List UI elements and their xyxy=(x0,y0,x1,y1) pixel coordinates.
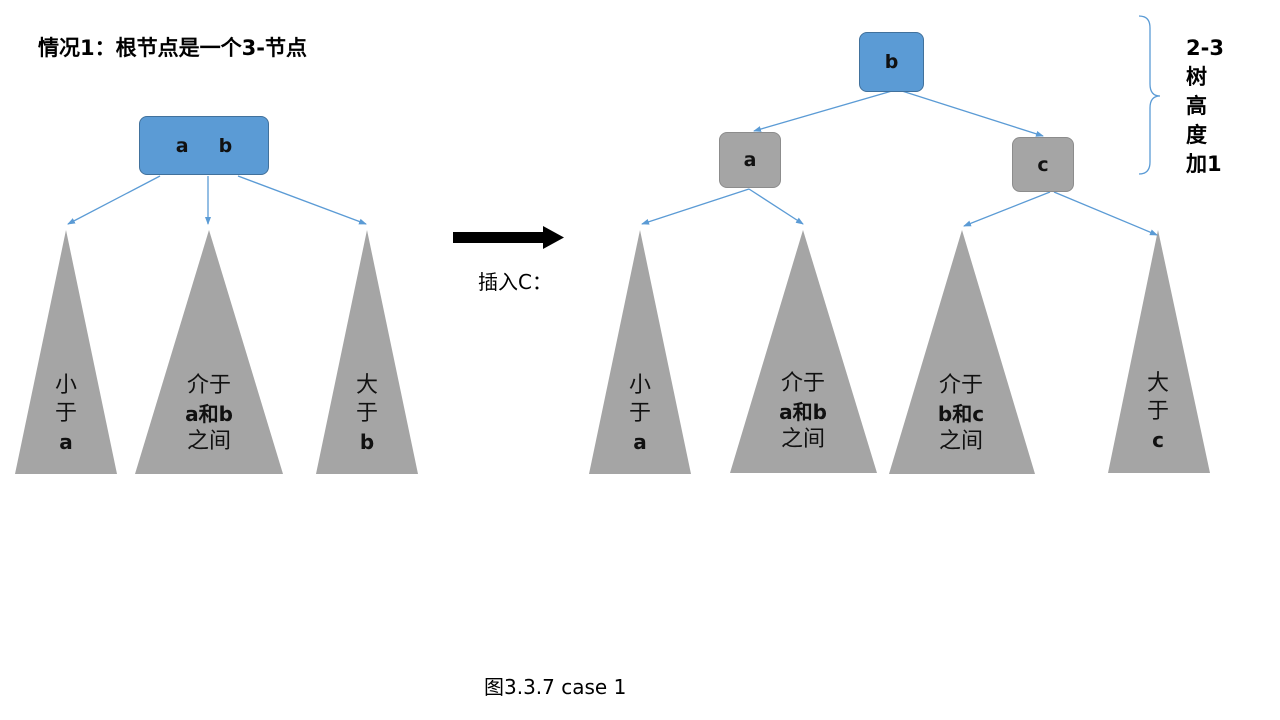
right-subtree-2-label: 介于 a和b 之间 xyxy=(779,371,827,452)
right-subtree-4-triangle xyxy=(1108,230,1210,473)
right-root-node: b xyxy=(859,32,924,92)
right-subtree-2-triangle xyxy=(730,230,877,473)
left-edge-1 xyxy=(67,175,161,225)
right-child-node-c: c xyxy=(1012,137,1074,192)
right-subtree-1-label: 小 于 a xyxy=(628,373,652,454)
transform-arrow xyxy=(453,226,564,249)
height-note-line-2: 树 xyxy=(1186,65,1207,89)
height-note-line-5: 加1 xyxy=(1186,152,1222,176)
right-child-key-c: c xyxy=(1037,153,1049,176)
height-note-line-4: 度 xyxy=(1186,123,1207,147)
left-root-key-b: b xyxy=(218,134,233,157)
left-subtree-2-triangle xyxy=(135,230,283,474)
right-edge-a-right xyxy=(748,188,804,225)
left-edge-3 xyxy=(237,175,367,225)
right-edge-c-left xyxy=(963,191,1051,227)
right-edge-root-c xyxy=(901,90,1044,137)
left-subtree-3-label: 大 于 b xyxy=(355,373,379,454)
diagram-title: 情况1：根节点是一个3-节点 xyxy=(38,36,307,60)
insert-label: 插入C： xyxy=(478,270,552,294)
figure-caption: 图3.3.7 case 1 xyxy=(484,675,627,699)
height-note-line-3: 高 xyxy=(1186,94,1207,118)
left-root-node: a b xyxy=(139,116,269,175)
left-subtree-3-triangle xyxy=(316,230,418,474)
left-subtree-1-triangle xyxy=(15,230,117,474)
right-subtree-3-label: 介于 b和c 之间 xyxy=(937,373,985,454)
left-root-key-a: a xyxy=(175,134,189,157)
right-subtree-4-label: 大 于 c xyxy=(1146,371,1170,452)
right-child-key-a: a xyxy=(743,149,757,171)
right-subtree-1-triangle xyxy=(589,230,691,474)
right-edge-a-left xyxy=(641,188,750,225)
left-subtree-2-label: 介于 a和b 之间 xyxy=(185,373,233,454)
left-subtree-1-label: 小 于 a xyxy=(54,373,78,454)
right-edge-root-a xyxy=(753,90,893,132)
height-brace xyxy=(1138,15,1161,175)
right-root-key: b xyxy=(884,51,899,73)
height-note-line-1: 2-3 xyxy=(1186,36,1224,60)
height-note: 2-3 树 高 度 加1 xyxy=(1186,34,1224,179)
right-edge-c-right xyxy=(1053,191,1158,236)
right-subtree-3-triangle xyxy=(889,230,1035,474)
right-child-node-a: a xyxy=(719,132,781,188)
